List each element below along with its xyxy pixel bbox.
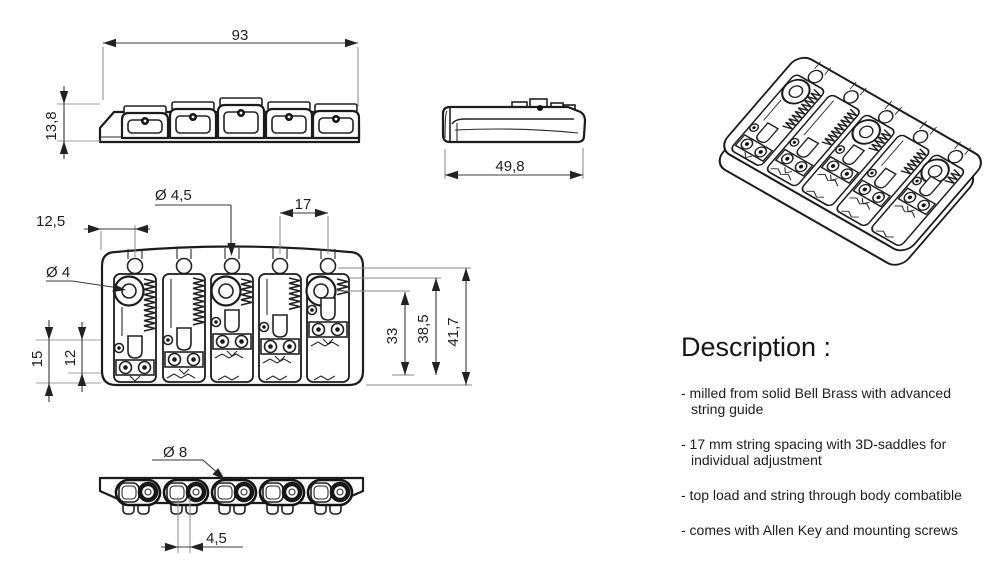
description-section: Description : - milled from solid Bell B… xyxy=(681,332,1001,557)
rear-saddle xyxy=(264,107,314,140)
bottom-view: Ø 8 4,5 xyxy=(98,444,365,553)
description-bullet: - 17 mm string spacing with 3D-saddles f… xyxy=(681,436,1001,468)
bottom-saddle xyxy=(114,478,162,507)
bottom-saddle xyxy=(306,478,354,507)
dimension-label-edge-offset: 12,5 xyxy=(36,213,65,230)
saddle-channel xyxy=(258,248,302,383)
description-bullet: - comes with Allen Key and mounting scre… xyxy=(681,522,1001,538)
dimension-label-screw-hole: Ø 4 xyxy=(46,264,70,281)
description-title: Description : xyxy=(681,332,832,362)
dimension-label-41-7: 41,7 xyxy=(445,317,462,346)
dimension-label-side-depth: 49,8 xyxy=(495,158,524,175)
dimension-label-string-spacing: 17 xyxy=(295,196,312,213)
rear-saddle xyxy=(216,103,266,140)
side-view: 49,8 xyxy=(441,98,587,180)
isometric-view xyxy=(718,54,983,266)
bullet-line: individual adjustment xyxy=(691,452,822,468)
dimension-label-33: 33 xyxy=(384,328,401,345)
saddle-channels xyxy=(113,248,350,383)
saddle-channel xyxy=(210,248,254,383)
description-bullet: - milled from solid Bell Brass with adva… xyxy=(681,385,1001,417)
saddle-channel xyxy=(305,249,350,383)
bottom-saddle xyxy=(210,478,258,507)
dimension-label-12: 12 xyxy=(62,350,79,367)
description-bullet: - top load and string through body comba… xyxy=(681,487,1001,503)
dimension-label-bottom-offset: 4,5 xyxy=(206,530,227,547)
bottom-saddle xyxy=(258,478,306,507)
plan-view: 12,5 Ø 4,5 17 Ø 4 15 12 33 38,5 xyxy=(29,187,472,402)
bullet-line: - milled from solid Bell Brass with adva… xyxy=(681,385,951,401)
rear-view: 93 13,8 xyxy=(43,27,361,159)
saddle-channel xyxy=(162,249,206,383)
rear-saddle xyxy=(168,107,218,140)
dimension-label-rear-height: 13,8 xyxy=(43,111,60,140)
bullet-line: - comes with Allen Key and mounting scre… xyxy=(681,522,959,538)
dimension-label-38-5: 38,5 xyxy=(415,314,432,343)
bullet-line: - top load and string through body comba… xyxy=(681,487,962,503)
rear-saddle xyxy=(120,111,170,140)
dimension-label-15: 15 xyxy=(29,351,46,368)
bottom-saddle xyxy=(162,478,210,507)
bullet-line: string guide xyxy=(691,401,764,417)
dimension-label-bottom-hole: Ø 8 xyxy=(163,444,187,461)
saddle-channel xyxy=(113,249,157,383)
dimension-label-string-hole: Ø 4,5 xyxy=(155,187,192,204)
rear-saddle xyxy=(311,109,361,140)
bullet-line: - 17 mm string spacing with 3D-saddles f… xyxy=(681,436,947,452)
dimension-label-rear-width: 93 xyxy=(232,27,249,44)
